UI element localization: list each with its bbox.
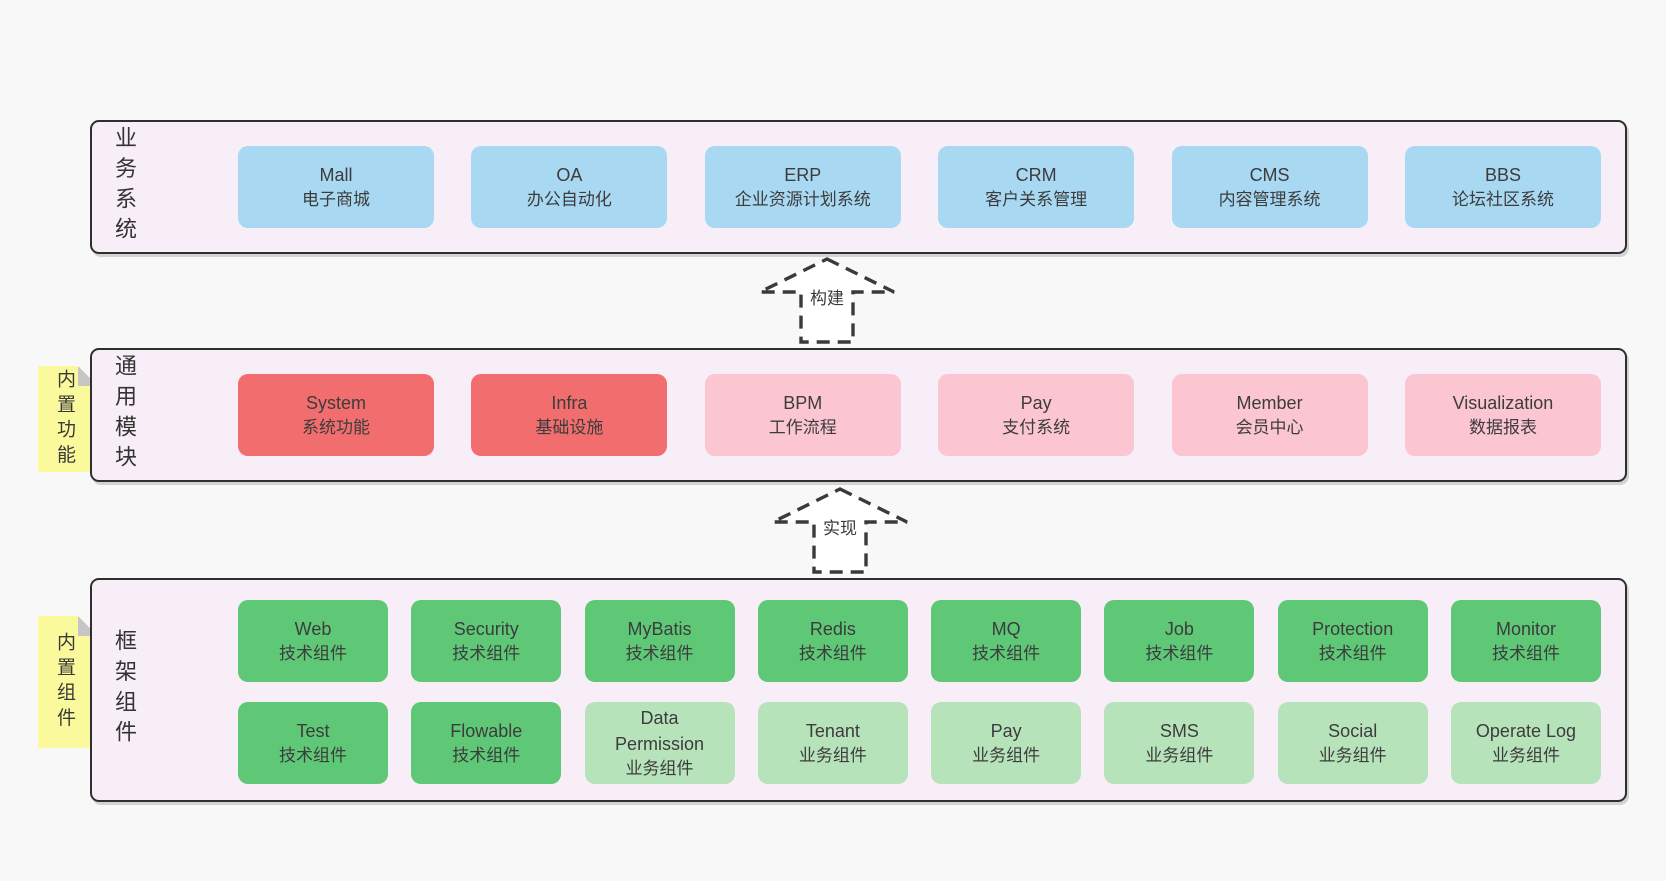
diagram-box-cms: CMS 内容管理系统 bbox=[1171, 146, 1368, 228]
diagram-box-oa: OA 办公自动化 bbox=[471, 146, 668, 228]
sticky-note-text: 内置功能 bbox=[54, 368, 75, 470]
diagram-box-operate-log: Operate Log 业务组件 bbox=[1450, 702, 1601, 784]
diagram-box-visualization: Visualization 数据报表 bbox=[1404, 374, 1601, 456]
layer-common-modules: 通用模块 System 系统功能 Infra 基础设施 BPM 工作流程 Pay… bbox=[90, 348, 1627, 482]
arrow-build-label: 构建 bbox=[807, 284, 847, 309]
diagram-box-social: Social 业务组件 bbox=[1277, 702, 1428, 784]
diagram-box-bbs: BBS 论坛社区系统 bbox=[1404, 146, 1601, 228]
diagram-box-bpm: BPM 工作流程 bbox=[704, 374, 901, 456]
diagram-box-mall: Mall 电子商城 bbox=[238, 146, 434, 228]
sticky-note-built-in-components: 内置组件 bbox=[38, 616, 98, 748]
framework-box-row-1: Web 技术组件 Security 技术组件 MyBatis 技术组件 Redi… bbox=[238, 600, 1601, 682]
diagram-box-erp: ERP 企业资源计划系统 bbox=[704, 146, 901, 228]
diagram-box-job: Job 技术组件 bbox=[1104, 600, 1255, 682]
diagram-box-monitor: Monitor 技术组件 bbox=[1450, 600, 1601, 682]
arrow-implement-label: 实现 bbox=[820, 514, 860, 539]
diagram-box-test: Test 技术组件 bbox=[238, 702, 388, 784]
diagram-box-flowable: Flowable 技术组件 bbox=[411, 702, 562, 784]
framework-box-row-2: Test 技术组件 Flowable 技术组件 Data Permission … bbox=[238, 702, 1601, 784]
diagram-box-member: Member 会员中心 bbox=[1171, 374, 1368, 456]
layer-label-framework: 框架组件 bbox=[112, 629, 137, 751]
layer-label-common: 通用模块 bbox=[112, 354, 137, 476]
diagram-box-pay-component: Pay 业务组件 bbox=[931, 702, 1082, 784]
diagram-box-infra: Infra 基础设施 bbox=[471, 374, 668, 456]
common-box-row: System 系统功能 Infra 基础设施 BPM 工作流程 Pay 支付系统… bbox=[238, 350, 1601, 480]
diagram-box-crm: CRM 客户关系管理 bbox=[938, 146, 1135, 228]
layer-business-systems: 业务系统 Mall 电子商城 OA 办公自动化 ERP 企业资源计划系统 CRM… bbox=[90, 120, 1627, 254]
diagram-box-system: System 系统功能 bbox=[238, 374, 434, 456]
diagram-box-tenant: Tenant 业务组件 bbox=[757, 702, 908, 784]
arrow-build: 构建 bbox=[757, 256, 897, 346]
diagram-box-data-permission: Data Permission 业务组件 bbox=[584, 702, 735, 784]
diagram-box-mybatis: MyBatis 技术组件 bbox=[584, 600, 735, 682]
diagram-box-protection: Protection 技术组件 bbox=[1277, 600, 1428, 682]
diagram-box-redis: Redis 技术组件 bbox=[757, 600, 908, 682]
business-box-row: Mall 电子商城 OA 办公自动化 ERP 企业资源计划系统 CRM 客户关系… bbox=[238, 122, 1601, 252]
sticky-note-built-in-features: 内置功能 bbox=[38, 366, 98, 472]
diagram-box-pay-system: Pay 支付系统 bbox=[938, 374, 1135, 456]
diagram-box-web: Web 技术组件 bbox=[238, 600, 388, 682]
layer-label-business: 业务系统 bbox=[112, 126, 137, 248]
diagram-box-mq: MQ 技术组件 bbox=[931, 600, 1082, 682]
diagram-box-security: Security 技术组件 bbox=[411, 600, 562, 682]
sticky-note-text: 内置组件 bbox=[54, 631, 75, 733]
diagram-box-sms: SMS 业务组件 bbox=[1104, 702, 1255, 784]
arrow-implement: 实现 bbox=[770, 486, 910, 576]
layer-framework-components: 框架组件 Web 技术组件 Security 技术组件 MyBatis 技术组件… bbox=[90, 578, 1627, 802]
